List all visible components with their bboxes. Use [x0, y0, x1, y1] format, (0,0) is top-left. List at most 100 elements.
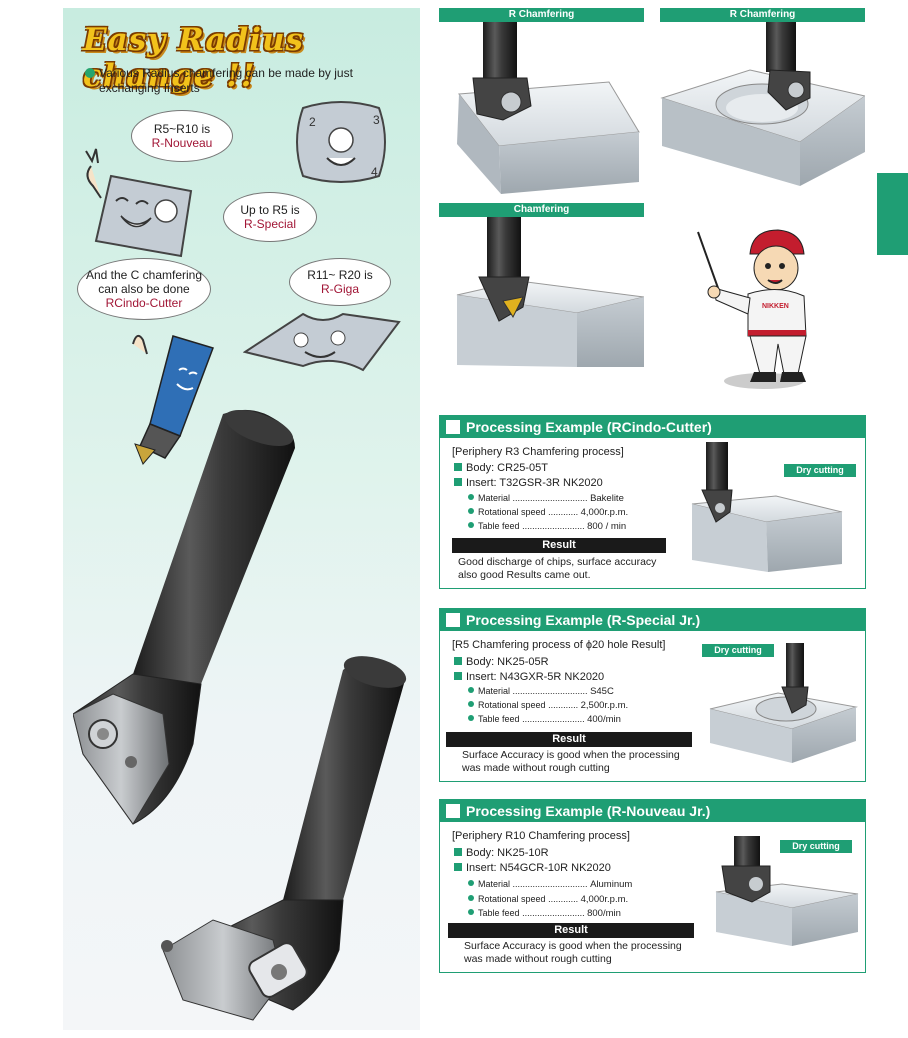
ex3-result-label: Result — [448, 923, 694, 938]
ex1-param-speed: Rotational speed ............ 4,000r.p.m… — [468, 507, 628, 518]
param-label: Material — [478, 493, 511, 503]
dot-bullet-icon — [468, 494, 474, 500]
square-icon — [446, 420, 460, 434]
ex1-result-label: Result — [452, 538, 666, 553]
param-label: Material — [478, 879, 511, 889]
ex2-workpiece-image — [709, 643, 858, 763]
bullet-icon — [85, 68, 95, 78]
param-dots: ............ — [548, 700, 579, 710]
result-line: Surface Accuracy is good when the proces… — [462, 749, 680, 761]
label-r-chamfering-2: R Chamfering — [660, 8, 865, 22]
bubble-giga-line2: R-Giga — [320, 282, 359, 296]
ex2-insert-text: Insert: N43GXR-5R NK2020 — [466, 671, 605, 683]
param-dots: .............................. — [512, 879, 588, 889]
svg-text:3: 3 — [373, 113, 380, 127]
param-label: Table feed — [478, 714, 520, 724]
bubble-special: Up to R5 is R-Special — [223, 192, 317, 242]
param-label: Table feed — [478, 908, 520, 918]
square-bullet-icon — [454, 657, 462, 665]
param-label: Rotational speed — [478, 894, 546, 904]
ex3-workpiece-image — [715, 836, 859, 946]
label-r-chamfering-1: R Chamfering — [439, 8, 644, 22]
intro-text: Various Radius chamfering can be made by… — [85, 66, 405, 96]
bubble-nouveau-line2: R-Nouveau — [151, 136, 213, 150]
dot-bullet-icon — [468, 909, 474, 915]
ex3-subtitle: [Periphery R10 Chamfering process] — [452, 830, 630, 842]
example-rcindo-header: Processing Example (RCindo-Cutter) — [440, 416, 865, 438]
special-insert-illustration: 2 3 4 — [296, 101, 386, 183]
svg-text:2: 2 — [309, 115, 316, 129]
ex3-result-text: Surface Accuracy is good when the proces… — [464, 940, 704, 966]
intro-line-1: Various Radius chamfering can be made by… — [99, 66, 353, 80]
example-rspecial-box: Processing Example (R-Special Jr.) [R5 C… — [439, 608, 866, 782]
square-icon — [446, 613, 460, 627]
param-dots: ......................... — [522, 521, 585, 531]
ex1-body: Body: CR25-05T — [454, 462, 548, 474]
ex3-param-feed: Table feed ......................... 800… — [468, 908, 621, 919]
square-icon — [446, 804, 460, 818]
param-value: Aluminum — [590, 879, 633, 890]
ex1-workpiece-image — [691, 442, 843, 572]
param-label: Table feed — [478, 521, 520, 531]
ex1-insert: Insert: T32GSR-3R NK2020 — [454, 477, 603, 489]
bubble-rcindo-line3: RCindo-Cutter — [105, 296, 183, 310]
dot-bullet-icon — [468, 508, 474, 514]
svg-text:4: 4 — [371, 165, 378, 179]
large-tool-illustration-1 — [73, 409, 295, 825]
rcindo-cutter-illustration — [132, 334, 214, 465]
giga-insert-illustration — [243, 312, 401, 372]
param-label: Rotational speed — [478, 507, 546, 517]
intro-line-2: exchanging Inserts — [99, 81, 200, 95]
param-dots: ......................... — [522, 714, 585, 724]
ex1-dry-cutting-badge: Dry cutting — [784, 464, 856, 477]
ex2-body: Body: NK25-05R — [454, 656, 549, 668]
result-line: was made without rough cutting — [464, 953, 612, 965]
bubble-special-line1: Up to R5 is — [240, 203, 300, 217]
ex1-insert-text: Insert: T32GSR-3R NK2020 — [466, 477, 603, 489]
example-rnouveau-header: Processing Example (R-Nouveau Jr.) — [440, 800, 865, 822]
r-chamfering-image-2 — [660, 22, 865, 186]
large-tool-illustration-2 — [161, 656, 407, 1021]
mascot-badge: NIKKEN — [762, 303, 789, 310]
ex3-insert: Insert: N54GCR-10R NK2020 — [454, 862, 611, 874]
bubble-special-line2: R-Special — [243, 217, 297, 231]
bubble-rcindo-line2: can also be done — [98, 282, 190, 296]
ex2-body-text: Body: NK25-05R — [466, 656, 549, 668]
param-dots: ............ — [548, 894, 579, 904]
result-line: Surface Accuracy is good when the proces… — [464, 940, 682, 952]
square-bullet-icon — [454, 672, 462, 680]
ex3-body: Body: NK25-10R — [454, 847, 549, 859]
left-panel: Easy Radius change !! Various Radius cha… — [63, 8, 420, 1030]
param-value: 400/min — [587, 714, 621, 725]
example-rspecial-header: Processing Example (R-Special Jr.) — [440, 609, 865, 631]
result-line: was made without rough cutting — [462, 762, 610, 774]
param-value: 2,500r.p.m. — [580, 700, 629, 711]
ex3-body-text: Body: NK25-10R — [466, 847, 549, 859]
dot-bullet-icon — [468, 880, 474, 886]
bubble-nouveau: R5~R10 is R-Nouveau — [131, 110, 233, 162]
ex1-param-material: Material .............................. … — [468, 493, 624, 504]
example-rcindo-box: Processing Example (RCindo-Cutter) [Peri… — [439, 415, 866, 589]
bubble-nouveau-line1: R5~R10 is — [153, 122, 211, 136]
chamfering-image — [456, 217, 644, 367]
dot-bullet-icon — [468, 701, 474, 707]
ex2-dry-cutting-badge: Dry cutting — [702, 644, 774, 657]
ex2-param-speed: Rotational speed ............ 2,500r.p.m… — [468, 700, 628, 711]
nouveau-insert-illustration — [85, 148, 193, 258]
ex3-insert-text: Insert: N54GCR-10R NK2020 — [466, 862, 611, 874]
ex3-dry-cutting-badge: Dry cutting — [780, 840, 852, 853]
dot-bullet-icon — [468, 895, 474, 901]
bubble-giga-line1: R11~ R20 is — [307, 268, 373, 282]
param-label: Rotational speed — [478, 700, 546, 710]
ex2-result-label: Result — [446, 732, 692, 747]
param-value: 4,000r.p.m. — [580, 894, 629, 905]
bubble-rcindo: And the C chamfering can also be done RC… — [77, 258, 211, 320]
square-bullet-icon — [454, 478, 462, 486]
ex1-body-text: Body: CR25-05T — [466, 462, 548, 474]
ex1-param-feed: Table feed ......................... 800… — [468, 521, 626, 532]
label-chamfering: Chamfering — [439, 203, 644, 217]
param-dots: ............ — [548, 507, 579, 517]
mascot-illustration: NIKKEN — [697, 229, 807, 389]
ex2-insert: Insert: N43GXR-5R NK2020 — [454, 671, 604, 683]
result-line: also good Results came out. — [458, 569, 591, 581]
